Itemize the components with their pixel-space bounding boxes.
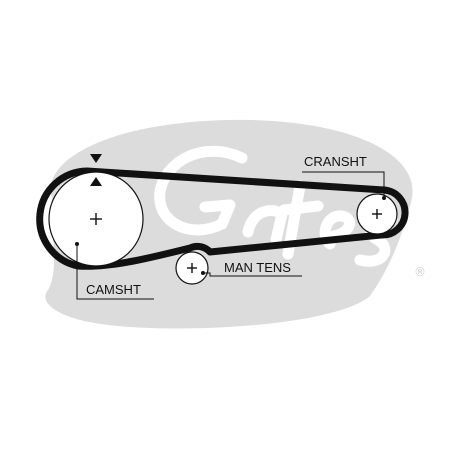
registered-mark: ® <box>414 265 426 279</box>
crankshaft-callout: CRANSHT <box>302 154 386 200</box>
camshaft-label: CAMSHT <box>86 282 141 297</box>
triangle-up-icon <box>90 177 102 186</box>
tensioner-pulley <box>175 251 209 285</box>
crankshaft-pulley <box>356 193 398 235</box>
tensioner-callout: MAN TENS <box>201 260 302 277</box>
camshaft-pulley <box>48 171 144 267</box>
triangle-down-icon <box>90 154 102 163</box>
timing-belt <box>36 167 409 270</box>
camshaft-callout: CAMSHT <box>75 242 154 300</box>
crankshaft-label: CRANSHT <box>304 154 367 169</box>
tensioner-label: MAN TENS <box>224 260 291 275</box>
